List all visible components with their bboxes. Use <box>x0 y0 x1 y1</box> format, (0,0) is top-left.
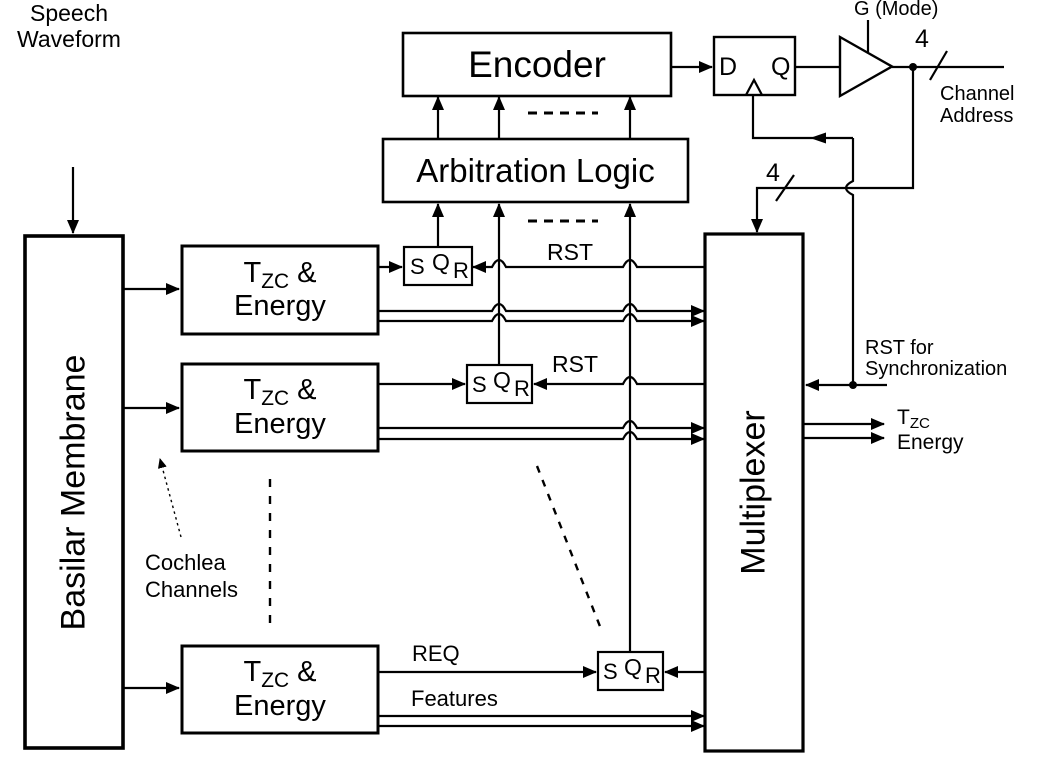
tzc3-label: TZC & Energy <box>182 646 378 733</box>
speech-label-line1: Speech <box>29 0 108 26</box>
rst1-line <box>472 258 705 273</box>
features2-line-b <box>378 430 705 445</box>
bus-width-mux-label: 4 <box>766 159 780 187</box>
latch2-labels: S Q R <box>467 365 532 403</box>
channel-address-bus-slash <box>929 50 948 81</box>
bus-width-channel-label: 4 <box>915 25 929 53</box>
basilar-membrane-text: Basilar Membrane <box>54 354 93 630</box>
cochlea-channels-label: Cochlea Channels <box>145 549 238 603</box>
tzc3-box <box>180 644 380 735</box>
rst2-line <box>533 375 705 390</box>
features1-line-a <box>378 302 705 317</box>
latch2-q: Q <box>493 367 511 393</box>
tzc2-box <box>180 362 380 453</box>
features1-line-b <box>378 312 705 327</box>
speech-label-line2: Waveform <box>17 26 121 52</box>
features2-line-a <box>378 419 705 434</box>
latch2-box <box>465 363 534 405</box>
rst1-label: RST <box>547 239 593 265</box>
mux-out-tzc-label: TZC <box>897 406 930 433</box>
cochlea-label-line1: Cochlea <box>145 550 226 575</box>
latch3-labels: S Q R <box>598 652 663 690</box>
latch2-s: S <box>472 372 487 397</box>
continuation-dashes <box>157 111 603 630</box>
tzc1-line1: TZC & <box>243 256 317 293</box>
clock-wire-arrowhead <box>810 132 826 144</box>
arbitration-label: Arbitration Logic <box>383 139 688 202</box>
channel-address-line2: Address <box>940 105 1014 127</box>
latch3-r: R <box>645 663 661 688</box>
dashes-diagonal <box>535 465 603 630</box>
tristate-buffer <box>838 34 895 99</box>
junction-dot-sync <box>849 381 857 389</box>
tzc3-line1: TZC & <box>243 656 317 692</box>
latch3-box <box>596 650 665 692</box>
latch1-q: Q <box>432 249 450 275</box>
rst-sync-label: RST for Synchronization <box>865 338 1007 380</box>
rst-sync-line1: RST for <box>865 337 934 359</box>
dff-box <box>712 35 797 97</box>
blocks <box>23 31 895 753</box>
mux-out-energy-label: Energy <box>897 431 964 454</box>
junction-dot-address <box>909 63 917 71</box>
channel-address-label: Channel Address <box>940 83 1015 127</box>
latch1-labels: S Q R <box>404 247 472 285</box>
basilar-membrane-box <box>23 234 125 750</box>
tzc1-box <box>180 244 380 336</box>
tzc1-line2: Energy <box>234 290 326 322</box>
cochlea-pointer-arrow <box>157 458 182 538</box>
req-label: REQ <box>412 641 460 666</box>
multiplexer-text: Multiplexer <box>734 410 773 575</box>
arbitration-text: Arbitration Logic <box>416 151 655 189</box>
basilar-membrane-label: Basilar Membrane <box>25 236 123 748</box>
encoder-box <box>401 31 673 98</box>
sync-vertical <box>844 138 855 383</box>
rst2-label: RST <box>552 351 598 377</box>
mux-output-label: TZC Energy <box>897 406 964 454</box>
encoder-label: Encoder <box>403 33 671 96</box>
latch3-s: S <box>603 659 618 684</box>
g-mode-label: G (Mode) <box>854 0 939 20</box>
tzc2-line1: TZC & <box>243 374 317 410</box>
dff-clock-wedge <box>745 77 763 96</box>
latch1-r: R <box>453 258 469 283</box>
wires <box>67 20 1004 732</box>
dff-d-label: D <box>719 53 738 81</box>
clock-wire <box>751 96 853 140</box>
tzc3-line2: Energy <box>234 689 326 722</box>
arbitration-box <box>381 137 690 204</box>
tzc2-line2: Energy <box>234 407 326 440</box>
tzc1-label: TZC & Energy <box>182 246 378 334</box>
tzc2-label: TZC & Energy <box>182 364 378 451</box>
multiplexer-label: Multiplexer <box>705 234 803 751</box>
latch2-r: R <box>514 376 530 401</box>
latch1-s: S <box>410 254 425 279</box>
encoder-text: Encoder <box>468 43 606 85</box>
latch1-box <box>402 245 474 287</box>
rst-sync-line2: Synchronization <box>865 358 1008 380</box>
features-label: Features <box>411 686 498 711</box>
cochlea-label-line2: Channels <box>145 577 238 602</box>
multiplexer-box <box>703 232 805 753</box>
mux-bus-slash <box>775 174 795 202</box>
latch3-q: Q <box>624 654 642 680</box>
dff-q-label: Q <box>771 53 791 81</box>
channel-address-line1: Channel <box>940 83 1015 105</box>
address-to-mux <box>751 67 915 233</box>
speech-waveform-label: Speech Waveform <box>0 0 138 52</box>
